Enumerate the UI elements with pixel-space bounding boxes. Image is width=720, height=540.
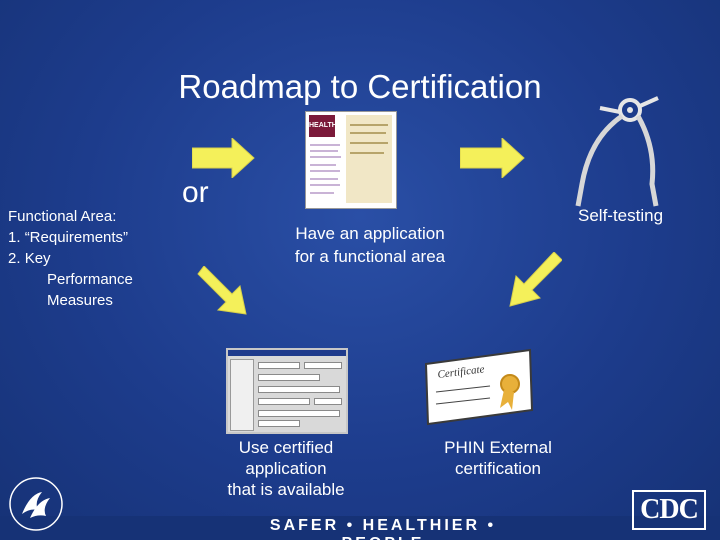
list-continuation: Measures <box>47 292 113 309</box>
arrow-down-right-icon <box>197 266 247 315</box>
label-line: Use certified <box>238 438 334 457</box>
certificate-icon: Certificate <box>424 348 534 426</box>
functional-area-heading: Functional Area: <box>8 208 117 225</box>
list-text: Key <box>24 250 51 267</box>
doc-side-panel <box>346 115 392 203</box>
arrow-right-icon-top-right <box>460 138 525 178</box>
list-item: 2. Key <box>8 248 133 269</box>
list-number: 1. <box>8 229 21 246</box>
cdc-logo: CDC <box>632 490 706 530</box>
label-line: application <box>245 459 327 478</box>
certificate-title: Certificate <box>437 363 485 381</box>
functional-area-text: Functional Area: 1. “Requirements” 2. Ke… <box>8 206 133 311</box>
label-line: PHIN External <box>444 438 552 457</box>
arrow-right-icon-left <box>192 138 255 178</box>
list-item: 1. “Requirements” <box>8 227 133 248</box>
have-application-label: Have an application for a functional are… <box>260 222 480 268</box>
self-testing-label: Self-testing <box>578 206 664 225</box>
label-line: for a functional area <box>294 247 446 266</box>
label-line: certification <box>455 459 541 478</box>
doc-logo: HEALTH <box>309 115 337 137</box>
screenshot-icon <box>226 348 348 434</box>
arrow-down-left-icon <box>509 252 562 307</box>
label-line: Have an application <box>295 224 445 243</box>
doc-logo-text: HEALTH <box>309 122 337 129</box>
footer-slogan: SAFER • HEALTHIER • PEOPLE <box>269 517 497 540</box>
phin-certification-label: PHIN External certification <box>418 437 578 479</box>
list-text: “Requirements” <box>24 229 129 246</box>
caliper-icon <box>575 96 659 207</box>
list-number: 2. <box>8 250 21 267</box>
label-line: that is available <box>227 480 345 499</box>
use-certified-label: Use certified application that is availa… <box>206 437 366 500</box>
document-icon: HEALTH <box>305 111 397 209</box>
hhs-eagle-logo <box>9 477 63 531</box>
list-continuation: Performance <box>47 271 133 288</box>
slide-title: Roadmap to Certification <box>178 68 542 105</box>
or-label: or <box>182 176 209 209</box>
footer-band <box>0 516 720 540</box>
